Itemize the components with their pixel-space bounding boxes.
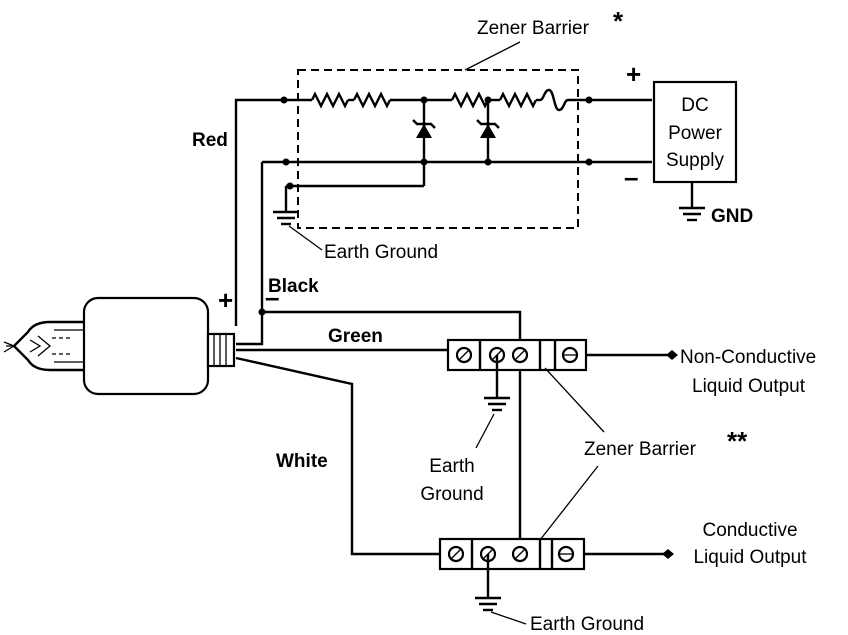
green-wire-label: Green [328,326,383,347]
dc-power-supply-label-line3: Supply [666,150,725,171]
zener-barrier-top-mark: * [613,6,624,36]
zener-barrier-bottom-leader-2 [539,465,599,541]
level-sensor [3,296,236,396]
terminal-screw [557,545,575,563]
terminal-block-non-conductive [446,338,588,372]
zener-barrier-top-leader [464,41,521,71]
sensor-minus-label: – [265,282,279,312]
zener-barrier-top-label: Zener Barrier [477,18,590,39]
ground-label-middle: Ground [420,484,483,505]
earth-label-middle: Earth [429,456,474,477]
earth-ground-leader-bottom [490,611,527,625]
white-wire [235,356,440,556]
terminal-screw [447,545,465,563]
fuse [539,88,569,112]
supply-plus-label: + [626,59,641,89]
terminal-screw [511,346,529,364]
sensor-plus-label: + [218,285,233,315]
zener-diode-2 [476,100,500,162]
black-wire-label: Black [268,276,319,297]
zener-barrier-top-outline [297,69,579,229]
zener-barrier-bottom-mark: ** [727,426,748,456]
resistor-2 [352,91,392,109]
earth-ground-symbol-top [273,210,299,226]
sensor-cable-gland [206,332,236,368]
dc-power-supply-box [652,80,738,184]
sensor-housing [82,296,210,396]
earth-ground-symbol-middle [484,396,510,412]
terminal-screw [561,346,579,364]
red-wire [234,98,246,326]
sensor-probe [3,320,84,372]
conductive-label-line1: Conductive [702,520,797,541]
zener-barrier-bottom-label: Zener Barrier [584,439,697,460]
non-conductive-label-line1: Non-Conductive [680,347,816,368]
top-negative-line [262,158,652,166]
terminal-screw [511,545,529,563]
dc-power-supply-label-line2: Power [668,123,723,144]
white-wire-label: White [276,451,328,472]
earth-ground-symbol-bottom [475,596,501,612]
earth-ground-leader-top [288,225,323,251]
earth-ground-label-top: Earth Ground [324,242,438,263]
terminal-screw [455,346,473,364]
zener-barrier-bottom-leader-1 [544,367,605,433]
non-conductive-label-line2: Liquid Output [692,376,806,397]
conductive-label-line2: Liquid Output [693,547,807,568]
resistor-3 [450,91,490,109]
zener-diode-1 [412,100,436,162]
terminal-block-conductive [438,537,586,571]
black-bus-wire [262,310,522,542]
gnd-symbol [679,182,705,222]
resistor-1 [310,91,350,109]
dc-power-supply-label-line1: DC [681,95,708,116]
resistor-4 [498,91,538,109]
top-positive-line [246,88,652,112]
earth-ground-label-bottom: Earth Ground [530,614,644,635]
black-wire [236,162,264,346]
supply-minus-label: – [624,162,638,192]
gnd-label: GND [711,206,753,227]
barrier-earth-branch [284,162,426,212]
red-wire-label: Red [192,130,228,151]
earth-ground-leader-middle [475,413,495,449]
